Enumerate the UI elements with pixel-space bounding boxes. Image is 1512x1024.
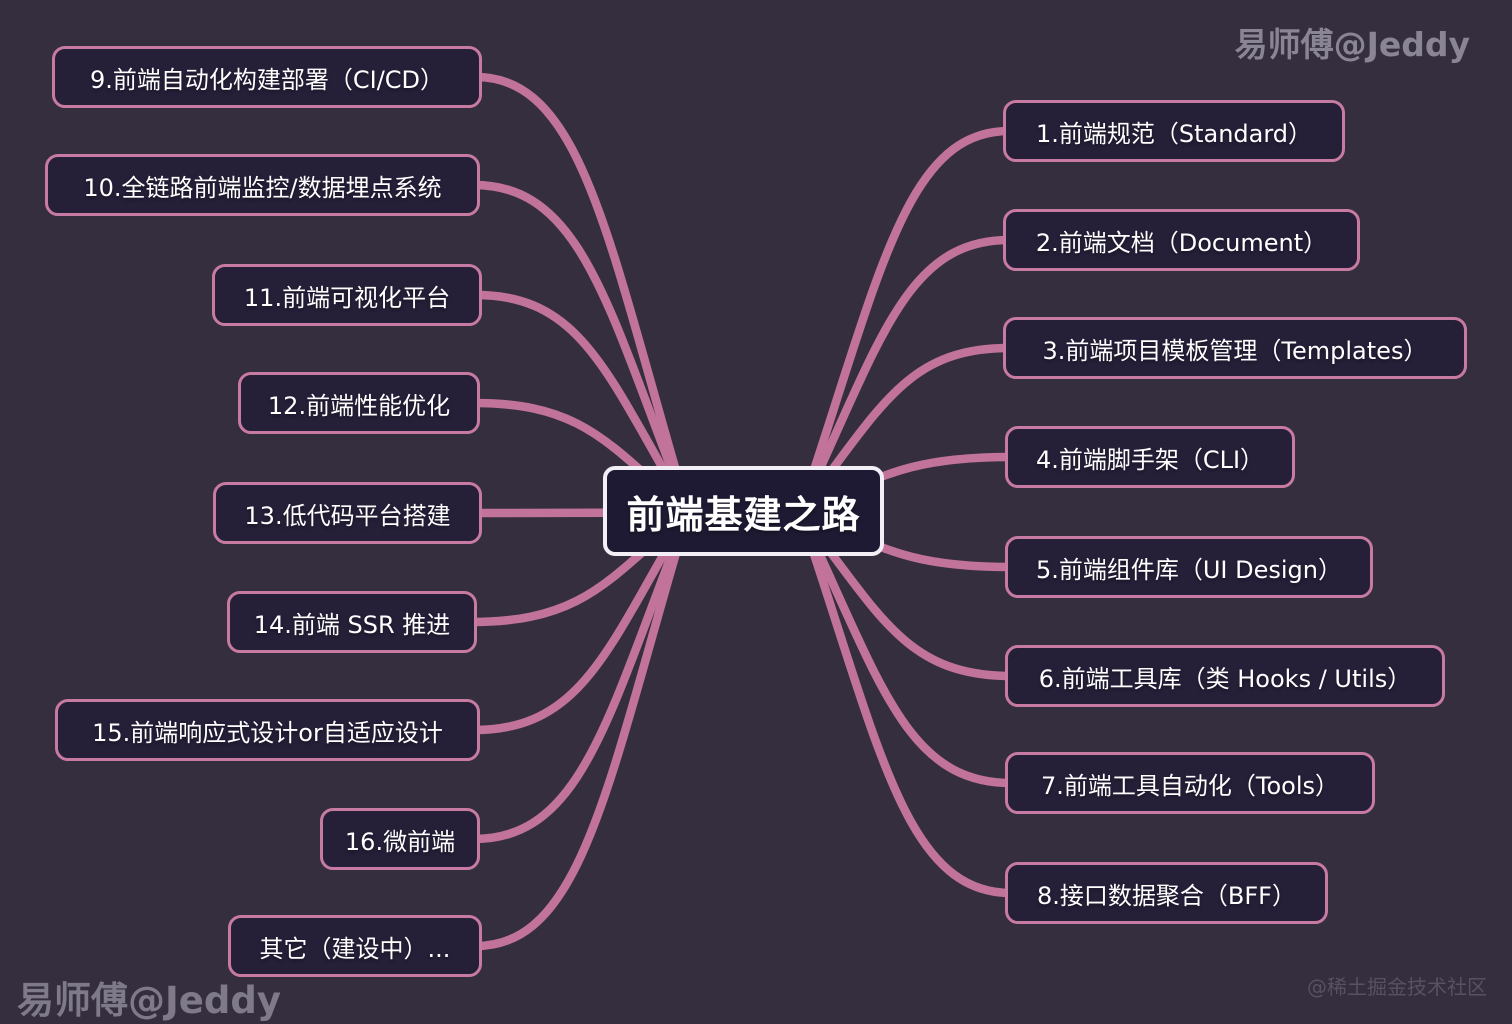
node-8-bff[interactable]: 8.接口数据聚合（BFF） bbox=[1005, 862, 1328, 924]
branch-line-15 bbox=[469, 507, 693, 735]
node-label: 8.接口数据聚合（BFF） bbox=[1037, 881, 1296, 910]
node-5-ui-component-library[interactable]: 5.前端组件库（UI Design） bbox=[1005, 536, 1373, 598]
node-label: 16.微前端 bbox=[344, 827, 456, 856]
node-12-performance-optimization[interactable]: 12.前端性能优化 bbox=[238, 372, 480, 434]
node-label: 15.前端响应式设计or自适应设计 bbox=[92, 718, 443, 747]
node-13-lowcode-platform[interactable]: 13.低代码平台搭建 bbox=[213, 482, 482, 544]
node-9-auto-build-deploy-cicd[interactable]: 9.前端自动化构建部署（CI/CD） bbox=[52, 46, 482, 108]
node-4-cli[interactable]: 4.前端脚手架（CLI） bbox=[1005, 426, 1295, 488]
node-label: 14.前端 SSR 推进 bbox=[253, 610, 451, 639]
node-11-visualization-platform[interactable]: 11.前端可视化平台 bbox=[212, 264, 482, 326]
node-6-utils-library[interactable]: 6.前端工具库（类 Hooks / Utils） bbox=[1005, 645, 1445, 707]
central-topic[interactable]: 前端基建之路 bbox=[603, 466, 884, 556]
node-other-in-progress[interactable]: 其它（建设中）... bbox=[228, 915, 482, 977]
node-7-tools-automation[interactable]: 7.前端工具自动化（Tools） bbox=[1005, 752, 1375, 814]
branch-line-11 bbox=[471, 290, 693, 517]
node-label: 其它（建设中）... bbox=[259, 934, 451, 963]
node-3-templates[interactable]: 3.前端项目模板管理（Templates） bbox=[1003, 317, 1467, 379]
node-label: 7.前端工具自动化（Tools） bbox=[1040, 771, 1340, 800]
node-14-ssr[interactable]: 14.前端 SSR 推进 bbox=[227, 591, 477, 653]
node-2-document[interactable]: 2.前端文档（Document） bbox=[1003, 209, 1360, 271]
branch-line-16 bbox=[469, 507, 693, 844]
node-label: 3.前端项目模板管理（Templates） bbox=[1042, 336, 1428, 365]
node-label: 12.前端性能优化 bbox=[267, 391, 451, 420]
central-topic-label: 前端基建之路 bbox=[626, 492, 861, 537]
node-label: 11.前端可视化平台 bbox=[243, 283, 451, 312]
node-label: 13.低代码平台搭建 bbox=[244, 501, 451, 530]
node-16-micro-frontend[interactable]: 16.微前端 bbox=[320, 808, 480, 870]
node-1-standard[interactable]: 1.前端规范（Standard） bbox=[1003, 100, 1345, 162]
branch-line-2 bbox=[795, 235, 1014, 517]
node-label: 9.前端自动化构建部署（CI/CD） bbox=[89, 65, 445, 94]
node-label: 2.前端文档（Document） bbox=[1035, 228, 1328, 257]
branch-line-7 bbox=[795, 507, 1016, 788]
node-label: 5.前端组件库（UI Design） bbox=[1035, 555, 1343, 584]
branch-line-8 bbox=[795, 507, 1016, 898]
node-15-responsive-adaptive-design[interactable]: 15.前端响应式设计or自适应设计 bbox=[55, 699, 480, 761]
branch-line-10 bbox=[469, 180, 693, 517]
branch-line-9 bbox=[471, 72, 693, 517]
node-label: 4.前端脚手架（CLI） bbox=[1035, 445, 1265, 474]
branch-line-other bbox=[471, 507, 693, 951]
node-label: 6.前端工具库（类 Hooks / Utils） bbox=[1038, 664, 1412, 693]
node-label: 10.全链路前端监控/数据埋点系统 bbox=[83, 173, 442, 202]
node-label: 1.前端规范（Standard） bbox=[1035, 119, 1313, 148]
node-10-fullchain-monitor-tracking[interactable]: 10.全链路前端监控/数据埋点系统 bbox=[45, 154, 480, 216]
branch-line-1 bbox=[795, 126, 1014, 517]
